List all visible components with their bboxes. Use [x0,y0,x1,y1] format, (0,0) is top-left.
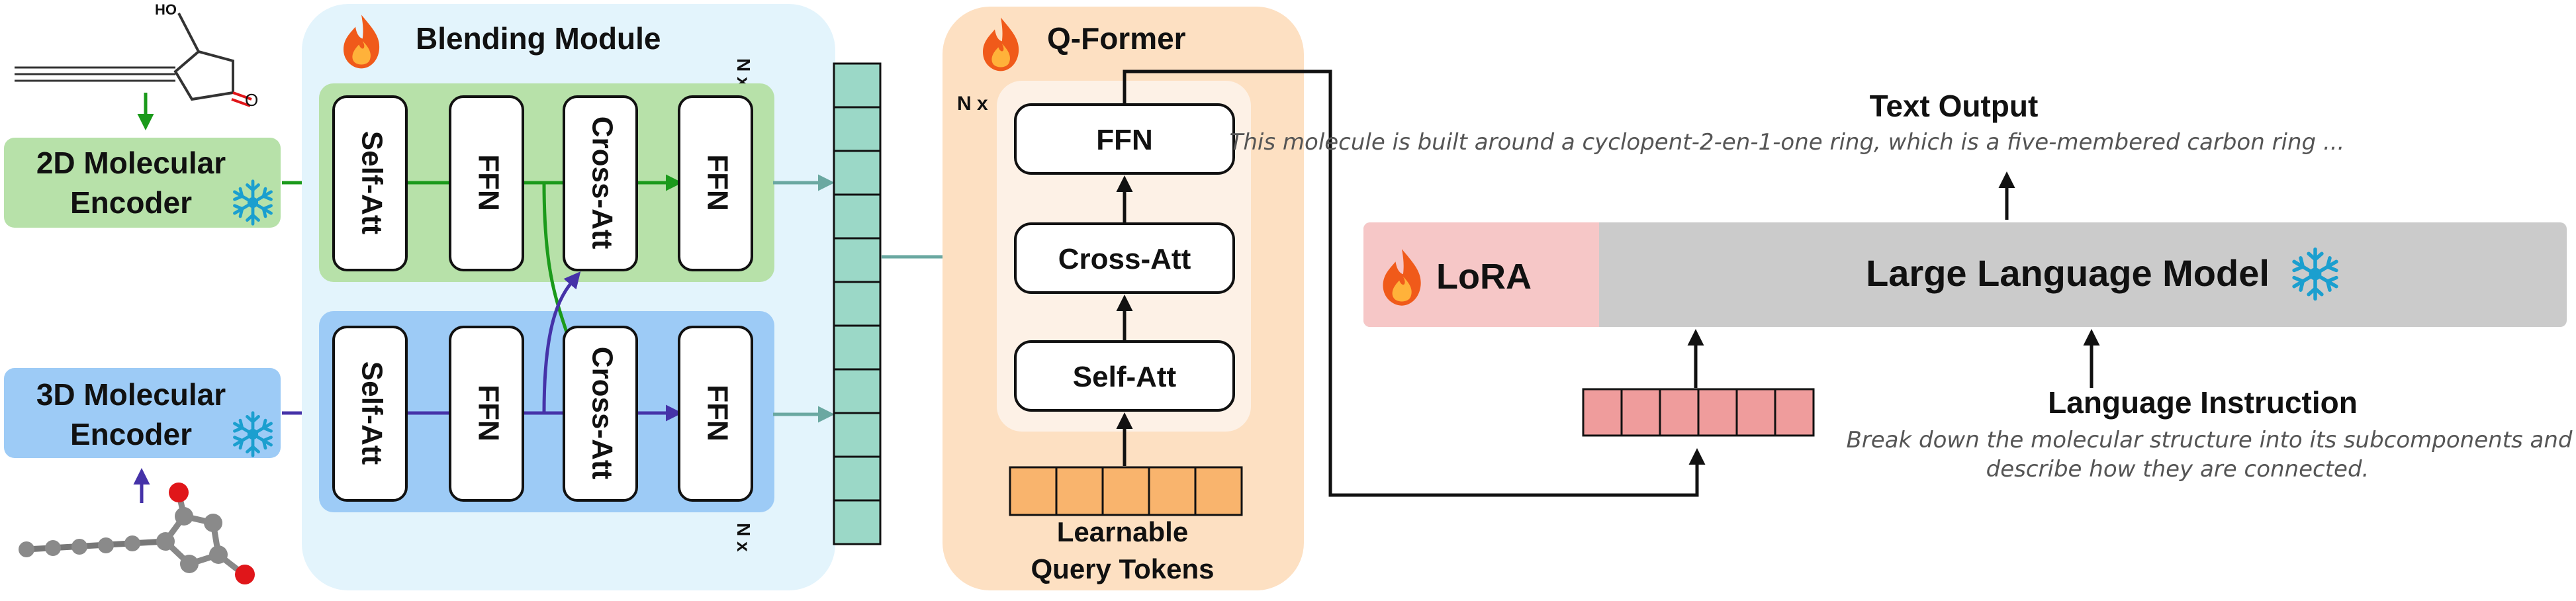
blend-bottom-label-3: FFN [701,385,733,441]
qformer-to-llm-connector [1123,69,1706,497]
blend-bottom-box-2[interactable] [563,326,638,502]
query-token [1194,466,1243,516]
encoder-3d-line1: 3D Molecular [36,377,226,412]
llm-input-token [1735,388,1776,437]
llm-input-token [1582,388,1623,437]
query-label-1: Learnable [1057,516,1188,547]
blend-top-label-2: Cross-Att [586,116,618,250]
llm-tokens [1582,388,1815,437]
qformer-nx: N x [957,93,988,115]
blending-nx-top: N x [733,58,754,87]
svg-text:O: O [245,90,258,110]
encoder-3d-line2: Encoder [70,417,192,451]
query-token [1101,466,1150,516]
feature-cell [833,62,882,109]
feature-column [833,62,882,545]
lora-box[interactable] [1363,222,1599,327]
blue-cross-link [542,271,581,414]
blend-bottom-label-1: FFN [472,385,504,441]
blend-bottom-box-1[interactable] [449,326,524,502]
llm-input-token [1620,388,1661,437]
llm: Text Output This molecule is built aroun… [1230,89,2573,483]
encoder-2d[interactable]: 2D Molecular Encoder [4,138,281,228]
feature-cell [833,150,882,196]
molecule-2d: HO O [15,1,258,110]
feature-cell [833,281,882,327]
feature-cell [833,412,882,458]
llm-input-token [1697,388,1738,437]
feature-cell [833,324,882,371]
llm-bar [1363,222,2567,327]
llm-label: Large Language Model [1866,252,2270,294]
blend-top-label-3: FFN [701,154,733,211]
lora-label: LoRA [1436,257,1532,297]
text-output: This molecule is built around a cyclopen… [1230,129,2345,156]
blend-top-label-0: Self-Att [355,131,388,235]
encoder-2d-line2: Encoder [70,185,192,220]
feature-cell [833,368,882,414]
q-former: Q-Former N x FFN Cross-Att Self-Att Lear… [943,7,1304,590]
blend-bottom-label-2: Cross-Att [586,347,618,480]
encoder-2d-line1: 2D Molecular [36,146,226,180]
encoder-3d[interactable]: 3D Molecular Encoder [4,368,281,458]
instruction-line-2: describe how they are connected. [1986,456,2369,483]
query-token [1148,466,1197,516]
query-token [1055,466,1104,516]
query-token [1009,466,1058,516]
qformer-ffn-label: FFN [1096,124,1153,156]
molecule-3d [19,483,255,584]
llm-input-token [1774,388,1815,437]
blending-nx-bottom: N x [733,523,754,552]
blend-bottom-label-0: Self-Att [355,361,388,465]
blend-top-box-1[interactable] [449,95,524,271]
query-tokens [1009,466,1243,516]
blend-top-box-0[interactable] [332,95,408,271]
qformer-title: Q-Former [1047,21,1186,56]
blending-title: Blending Module [416,21,661,56]
blend-top-box-3[interactable] [678,95,753,271]
text-output-title: Text Output [1870,89,2039,123]
feature-cell [833,237,882,283]
qformer-cross-att-label: Cross-Att [1058,243,1191,275]
blend-top-box-2[interactable] [563,95,638,271]
query-label-2: Query Tokens [1031,553,1215,584]
blend-bottom-box-3[interactable] [678,326,753,502]
feature-cell [833,499,882,545]
blend-top-label-1: FFN [472,154,504,211]
blend-bottom-box-0[interactable] [332,326,408,502]
qformer-self-att-label: Self-Att [1073,361,1177,393]
feature-cell [833,193,882,240]
instruction-title: Language Instruction [2048,385,2358,420]
instruction-line-1: Break down the molecular structure into … [1846,427,2572,453]
feature-cell [833,455,882,502]
llm-input-token [1659,388,1700,437]
feature-cell [833,106,882,152]
hydroxyl-label: HO [155,1,177,18]
